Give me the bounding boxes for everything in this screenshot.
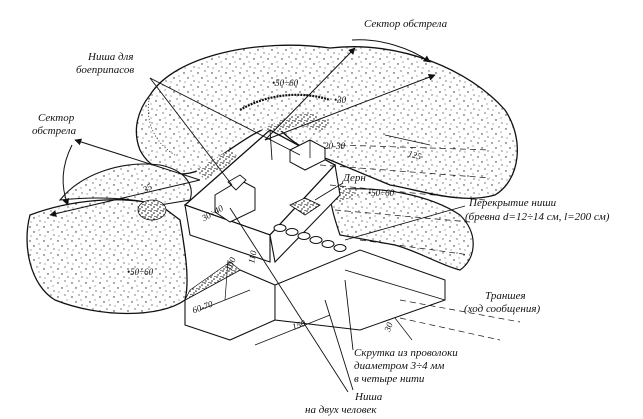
label-sector-top: Сектор обстрела bbox=[364, 18, 448, 30]
label-sector-left-1: Сектор bbox=[38, 112, 75, 124]
right-mound bbox=[329, 188, 474, 271]
label-niche-ammo-1: Ниша для bbox=[88, 51, 134, 63]
label-wire-1: Скрутка из проволоки bbox=[354, 347, 458, 359]
label-sector-left-2: обстрела bbox=[32, 125, 77, 137]
label-trench-2: (ход сообщения) bbox=[464, 303, 541, 315]
dim-50-60-left: •50÷60 bbox=[127, 267, 154, 277]
sector-lines bbox=[49, 39, 436, 217]
left-mound bbox=[26, 163, 192, 315]
label-roof-1: Перекрытие ниши bbox=[469, 197, 557, 209]
bush bbox=[137, 199, 167, 221]
dim-20-30: 20-30 bbox=[324, 141, 345, 151]
label-roof-2: (бревна d=12÷14 см, l=200 см) bbox=[465, 211, 610, 223]
ammo-niche-left bbox=[214, 174, 256, 223]
leader-lines bbox=[149, 77, 466, 393]
label-wire-3: в четыре нити bbox=[354, 373, 425, 385]
label-wire-2: диаметром 3÷4 мм bbox=[354, 360, 445, 372]
sod-block bbox=[289, 197, 321, 216]
label-niche-two-1: Ниша bbox=[355, 391, 383, 403]
dimension-lines bbox=[199, 134, 431, 346]
guide-lines bbox=[319, 144, 521, 341]
label-niche-ammo-2: боеприпасов bbox=[76, 64, 135, 76]
dim-50-60-mid: •50÷60 bbox=[368, 188, 395, 198]
label-trench-1: Траншея bbox=[485, 290, 526, 302]
label-turf: Дерн bbox=[343, 172, 366, 184]
label-niche-two-2: на двух человек bbox=[305, 404, 377, 416]
ammo-niche-right bbox=[289, 139, 326, 171]
left-rim-shading bbox=[195, 150, 240, 180]
two-person-niche bbox=[184, 261, 276, 341]
dim-50-60-top: •50÷60 bbox=[272, 78, 299, 88]
cover-logs bbox=[273, 224, 347, 252]
dim-30: •30 bbox=[334, 95, 347, 105]
